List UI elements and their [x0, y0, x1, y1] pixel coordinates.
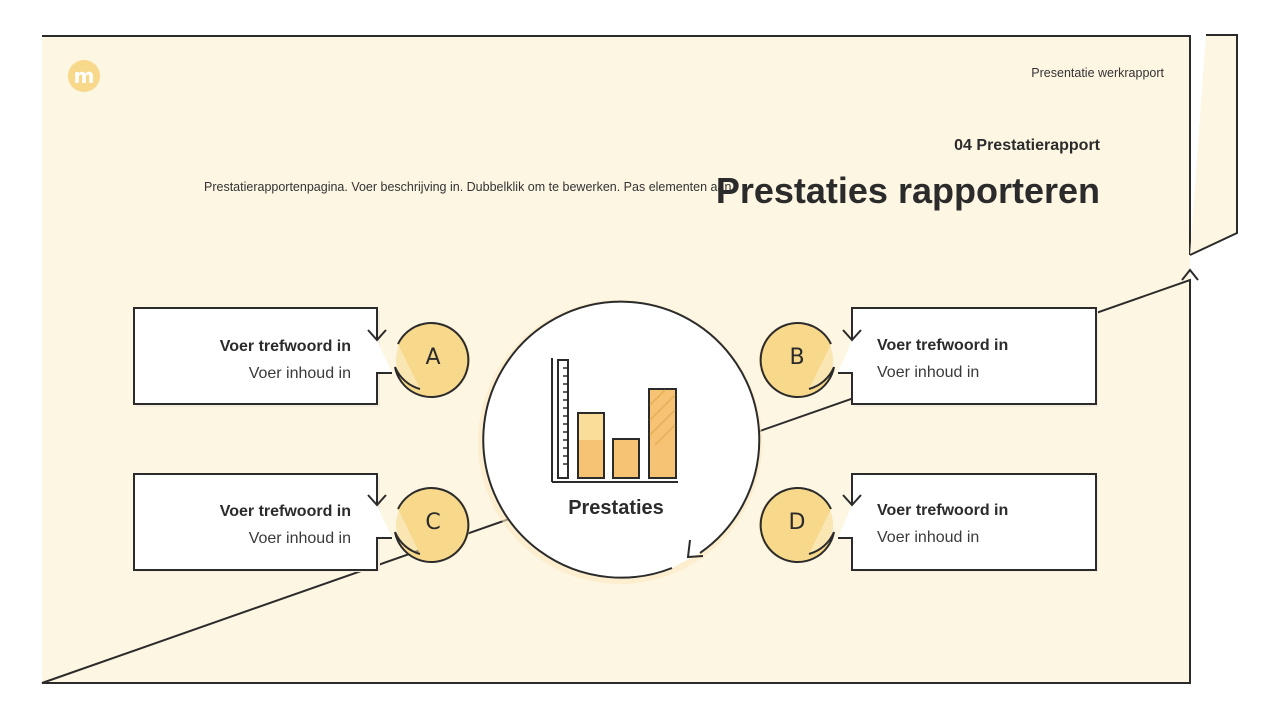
card-a-box	[133, 307, 392, 405]
card-a[interactable]: Voer trefwoord in Voer inhoud in	[150, 333, 351, 387]
badge-a	[394, 322, 470, 399]
section-label: 04 Prestatierapport	[954, 137, 1100, 154]
card-content[interactable]: Voer inhoud in	[248, 365, 351, 382]
card-c[interactable]: Voer trefwoord in Voer inhoud in	[150, 498, 351, 552]
cycle-arrow-icon	[686, 539, 704, 559]
center-label[interactable]: Prestaties	[568, 497, 664, 519]
card-c-box	[133, 473, 392, 571]
bar-chart-icon	[551, 358, 678, 483]
card-content[interactable]: Voer inhoud in	[248, 530, 351, 547]
card-keyword[interactable]: Voer trefwoord in	[877, 502, 1009, 519]
badge-letter-c: C	[425, 509, 441, 535]
badge-letter-b: B	[789, 344, 805, 370]
card-content[interactable]: Voer inhoud in	[877, 529, 980, 546]
card-content[interactable]: Voer inhoud in	[877, 364, 980, 381]
badge-d	[759, 487, 835, 564]
presentation-label: Presentatie werkrapport	[1031, 66, 1164, 80]
badge-b	[759, 322, 835, 399]
card-keyword[interactable]: Voer trefwoord in	[219, 503, 351, 520]
badge-letter-d: D	[788, 509, 806, 535]
up-arrow-icon	[1181, 268, 1199, 281]
card-d-box	[838, 473, 1097, 571]
card-b-box	[838, 307, 1097, 405]
logo: m	[68, 60, 100, 92]
page-title[interactable]: Prestaties rapporteren	[715, 170, 1100, 211]
card-keyword[interactable]: Voer trefwoord in	[877, 337, 1009, 354]
card-keyword[interactable]: Voer trefwoord in	[219, 338, 351, 355]
badge-letter-a: A	[425, 344, 441, 370]
badge-c	[394, 487, 470, 564]
folded-corner	[1189, 34, 1238, 256]
card-d[interactable]: Voer trefwoord in Voer inhoud in	[877, 497, 1077, 551]
page-description[interactable]: Prestatierapportenpagina. Voer beschrijv…	[204, 180, 732, 194]
card-b[interactable]: Voer trefwoord in Voer inhoud in	[877, 332, 1077, 386]
